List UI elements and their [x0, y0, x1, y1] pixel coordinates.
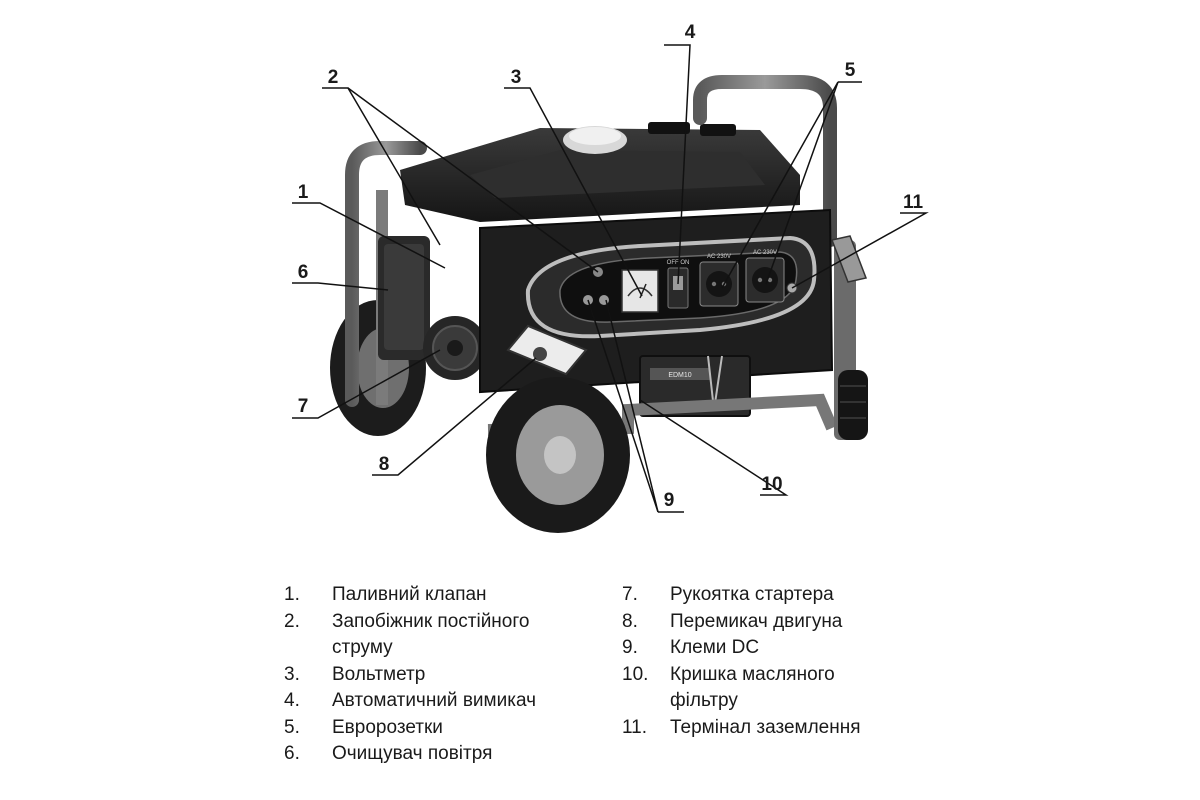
battery-label: EDM10 [668, 372, 691, 379]
frame-left [345, 141, 427, 407]
callout-1: 1 [298, 182, 309, 203]
legend-left-column: 1. Паливний клапан 2. Запобіжник постійн… [284, 582, 536, 768]
legend-right-column: 7. Рукоятка стартера 8. Перемикач двигун… [622, 582, 861, 741]
legend-number: 4. [284, 690, 300, 711]
callout-10: 10 [761, 474, 782, 495]
legend-text: Клеми DC [670, 637, 760, 658]
socket-left: AC 230V [699, 254, 739, 307]
legend-text: Кришка масляного фільтру [670, 663, 835, 712]
callout-7: 7 [298, 396, 309, 417]
legend-item: 1. Паливний клапан [284, 582, 536, 609]
callout-3: 3 [511, 67, 522, 88]
callout-5: 5 [845, 60, 856, 81]
legend-text: Запобіжник постійного струму [332, 610, 530, 659]
legend-number: 11. [622, 716, 648, 738]
callout-2: 2 [328, 67, 339, 88]
legend-item: 10. Кришка масляного фільтру [622, 662, 861, 715]
frame-right [693, 75, 837, 247]
legend-number: 9. [622, 637, 638, 658]
legend-number: 7. [622, 584, 638, 605]
socket-left-label: AC 230V [707, 254, 731, 260]
legend-number: 2. [284, 610, 300, 632]
legend-item: 5. Евророзетки [284, 715, 536, 742]
legend-item: 4. Автоматичний вимикач [284, 688, 536, 715]
legend-item: 3. Вольтметр [284, 662, 536, 689]
voltmeter [621, 269, 659, 313]
legend-number: 8. [622, 610, 638, 632]
socket-right: AC 230V [745, 250, 785, 303]
legend-number: 10. [622, 663, 649, 685]
legend-item: 8. Перемикач двигуна [622, 609, 861, 636]
legend-item: 2. Запобіжник постійного струму [284, 609, 536, 662]
legend-item: 7. Рукоятка стартера [622, 582, 861, 609]
legend-number: 5. [284, 716, 300, 738]
legend-text: Вольтметр [332, 663, 426, 685]
legend-text: Очищувач повітря [332, 743, 493, 764]
legend-text: Термінал заземлення [670, 716, 861, 738]
callout-4: 4 [685, 22, 696, 43]
callout-6: 6 [298, 262, 309, 283]
legend-text: Автоматичний вимикач [332, 690, 536, 711]
legend-text: Рукоятка стартера [670, 584, 834, 605]
callout-numbers: 1 2 3 4 5 6 7 8 9 10 11 [298, 22, 924, 511]
callout-8: 8 [379, 454, 390, 475]
leader-lines [292, 44, 929, 513]
legend-item: 9. Клеми DC [622, 635, 861, 662]
breaker-label: OFF ON [667, 260, 690, 266]
legend-number: 1. [284, 584, 300, 605]
legend-number: 3. [284, 663, 300, 685]
engine-switch-plate [506, 324, 588, 376]
legend-text: Евророзетки [332, 716, 443, 738]
legend-text: Перемикач двигуна [670, 610, 843, 632]
legend-number: 6. [284, 743, 300, 764]
legend-text: Паливний клапан [332, 584, 487, 605]
generator-illustration: OFF ON AC 230V AC 230V EDM10 [330, 75, 868, 533]
socket-right-label: AC 230V [753, 250, 777, 256]
legend-item: 6. Очищувач повітря [284, 741, 536, 768]
legend-item: 11. Термінал заземлення [622, 715, 861, 742]
callout-9: 9 [664, 490, 675, 511]
callout-11: 11 [903, 192, 924, 213]
handle-grip [838, 370, 868, 440]
generator-diagram: OFF ON AC 230V AC 230V EDM10 [292, 22, 929, 533]
